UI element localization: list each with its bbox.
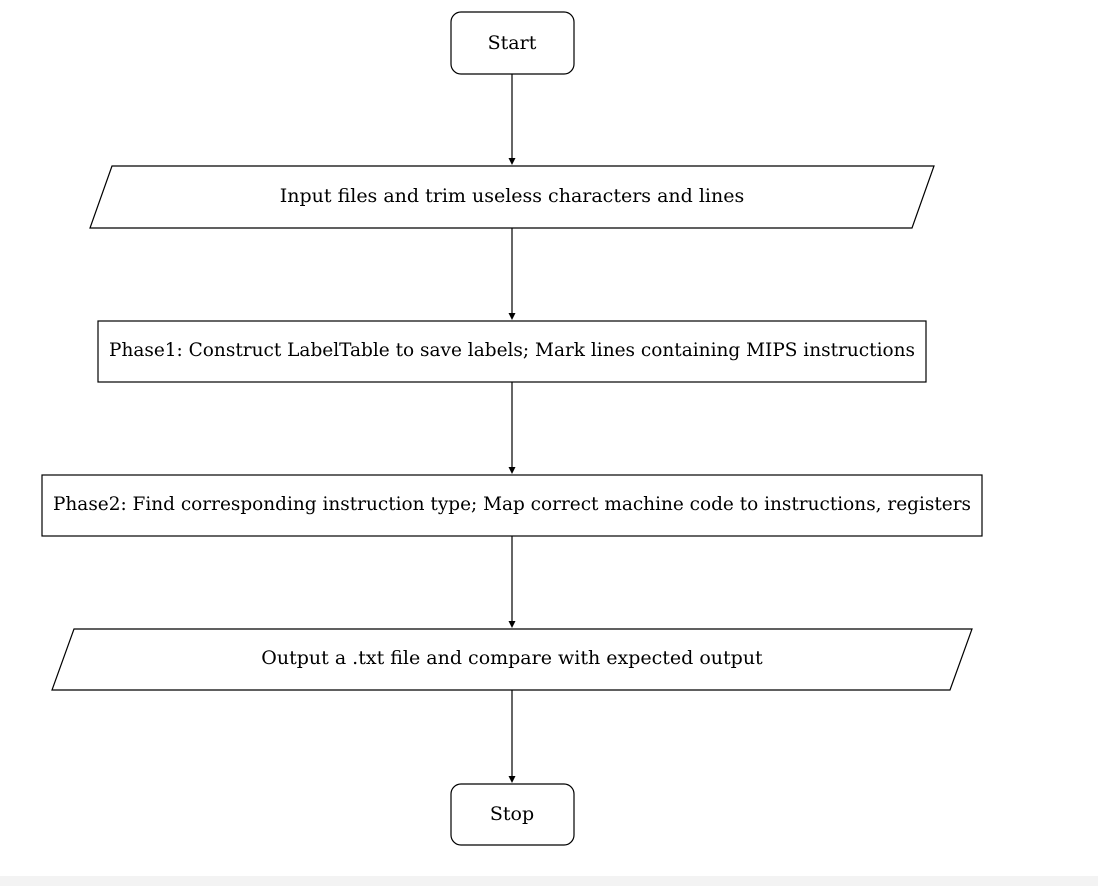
edge-input-to-phase1 xyxy=(508,228,516,320)
edge-phase1-to-phase2 xyxy=(508,382,516,474)
edge-start-to-input xyxy=(508,74,516,165)
start-node-label: Start xyxy=(488,32,537,54)
start-node: Start xyxy=(450,11,575,75)
phase1-node-label: Phase1: Construct LabelTable to save lab… xyxy=(109,339,915,361)
stop-node: Stop xyxy=(450,783,575,846)
phase2-node: Phase2: Find corresponding instruction t… xyxy=(41,474,983,537)
output-node: Output a .txt file and compare with expe… xyxy=(51,628,973,691)
page-bottom-edge xyxy=(0,876,1098,886)
phase2-node-label: Phase2: Find corresponding instruction t… xyxy=(53,493,971,515)
edge-output-to-stop xyxy=(508,690,516,783)
stop-node-label: Stop xyxy=(490,803,534,825)
phase1-node: Phase1: Construct LabelTable to save lab… xyxy=(97,320,927,383)
input-node-label: Input files and trim useless characters … xyxy=(280,185,744,207)
edge-phase2-to-output xyxy=(508,536,516,628)
input-node: Input files and trim useless characters … xyxy=(89,165,935,229)
output-node-label: Output a .txt file and compare with expe… xyxy=(261,647,763,669)
